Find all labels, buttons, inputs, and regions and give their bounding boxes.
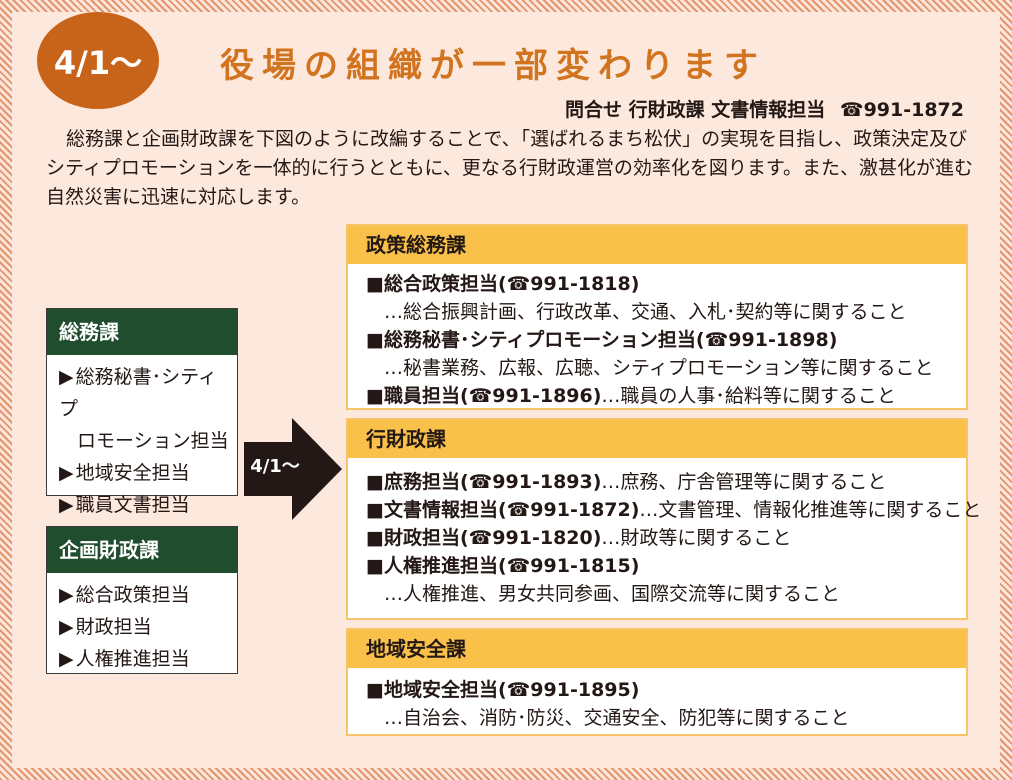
section-entry: ■文書情報担当(☎991-1872)…文書管理、情報化推進等に関すること (366, 496, 981, 524)
new-dept-seisaku: 政策総務課 ■総合政策担当(☎991-1818) …総合振興計画、行政改革、交通… (346, 224, 968, 410)
section-entry: ■総合政策担当(☎991-1818) …総合振興計画、行政改革、交通、入札･契約… (366, 270, 956, 326)
old-dept-title: 総務課 (47, 309, 237, 355)
list-item: ▶総務秘書･シティプロモーション担当 (59, 361, 229, 457)
item-label: 総合政策担当 (75, 584, 190, 606)
new-dept-title: 政策総務課 (348, 226, 966, 264)
page-title: 役場の組織が一部変わります (220, 46, 766, 86)
new-dept-chiiki: 地域安全課 ■地域安全担当(☎991-1895) …自治会、消防･防災、交通安全… (346, 628, 968, 736)
item-label: 総務秘書･シティプ (59, 366, 217, 420)
section-entry: ■人権推進担当(☎991-1815) …人権推進、男女共同参画、国際交流等に関す… (366, 552, 956, 608)
triangle-icon: ▶ (59, 584, 74, 606)
date-badge: 4/1～ (37, 12, 159, 109)
triangle-icon: ▶ (59, 616, 74, 638)
phone-icon: ☎ (839, 99, 864, 121)
section-entry: ■総務秘書･シティプロモーション担当(☎991-1898) …秘書業務、広報、広… (366, 326, 956, 382)
old-dept-kikaku: 企画財政課 ▶総合政策担当 ▶財政担当 ▶人権推進担当 (46, 526, 238, 674)
new-dept-title: 行財政課 (348, 420, 966, 458)
entry-description: …庶務、庁舎管理等に関すること (601, 471, 887, 493)
entry-description: …自治会、消防･防災、交通安全、防犯等に関すること (384, 707, 850, 729)
triangle-icon: ▶ (59, 494, 74, 516)
contact-line: 問合せ 行財政課 文書情報担当 ☎991-1872 (565, 95, 964, 122)
entry-heading: ■総務秘書･シティプロモーション担当(☎991-1898) (366, 329, 838, 351)
item-label: 職員文書担当 (75, 494, 190, 516)
new-dept-gyozaisei: 行財政課 ■庶務担当(☎991-1893)…庶務、庁舎管理等に関すること ■文書… (346, 418, 981, 620)
old-dept-somu: 総務課 ▶総務秘書･シティプロモーション担当 ▶地域安全担当 ▶職員文書担当 (46, 308, 238, 516)
section-entry: ■地域安全担当(☎991-1895) …自治会、消防･防災、交通安全、防犯等に関… (366, 676, 956, 732)
entry-description: …文書管理、情報化推進等に関すること (639, 499, 982, 521)
arrow-right-icon (244, 418, 342, 520)
contact-phone: 991-1872 (863, 99, 964, 121)
entry-heading: ■地域安全担当(☎991-1895) (366, 679, 640, 701)
entry-heading: ■財政担当(☎991-1820) (366, 527, 602, 549)
entry-description: …秘書業務、広報、広聴、シティプロモーション等に関すること (384, 357, 934, 379)
entry-heading: ■庶務担当(☎991-1893) (366, 471, 602, 493)
section-entry: ■職員担当(☎991-1896)…職員の人事･給料等に関すること (366, 382, 956, 410)
entry-heading: ■総合政策担当(☎991-1818) (366, 273, 640, 295)
arrow-label: 4/1～ (250, 456, 300, 477)
entry-description: …財政等に関すること (601, 527, 792, 549)
section-entry: ■庶務担当(☎991-1893)…庶務、庁舎管理等に関すること (366, 468, 956, 496)
triangle-icon: ▶ (59, 648, 74, 670)
entry-description: …人権推進、男女共同参画、国際交流等に関すること (384, 583, 841, 605)
contact-label: 問合せ 行財政課 文書情報担当 (565, 99, 826, 121)
item-label: 人権推進担当 (75, 648, 190, 670)
item-label-cont: ロモーション担当 (77, 430, 229, 452)
list-item: ▶財政担当 (59, 611, 229, 643)
new-dept-title: 地域安全課 (348, 630, 966, 668)
intro-paragraph: 総務課と企画財政課を下図のように改編することで、「選ばれるまち松伏」の実現を目指… (46, 128, 974, 208)
list-item: ▶職員文書担当 (59, 489, 229, 521)
entry-description: …職員の人事･給料等に関すること (601, 385, 896, 407)
entry-heading: ■人権推進担当(☎991-1815) (366, 555, 640, 577)
item-label: 地域安全担当 (75, 462, 190, 484)
triangle-icon: ▶ (59, 366, 74, 388)
entry-description: …総合振興計画、行政改革、交通、入札･契約等に関すること (384, 301, 907, 323)
item-label: 財政担当 (75, 616, 152, 638)
old-dept-title: 企画財政課 (47, 527, 237, 573)
entry-heading: ■文書情報担当(☎991-1872) (366, 499, 640, 521)
list-item: ▶地域安全担当 (59, 457, 229, 489)
list-item: ▶人権推進担当 (59, 643, 229, 675)
entry-heading: ■職員担当(☎991-1896) (366, 385, 602, 407)
section-entry: ■財政担当(☎991-1820)…財政等に関すること (366, 524, 956, 552)
triangle-icon: ▶ (59, 462, 74, 484)
list-item: ▶総合政策担当 (59, 579, 229, 611)
